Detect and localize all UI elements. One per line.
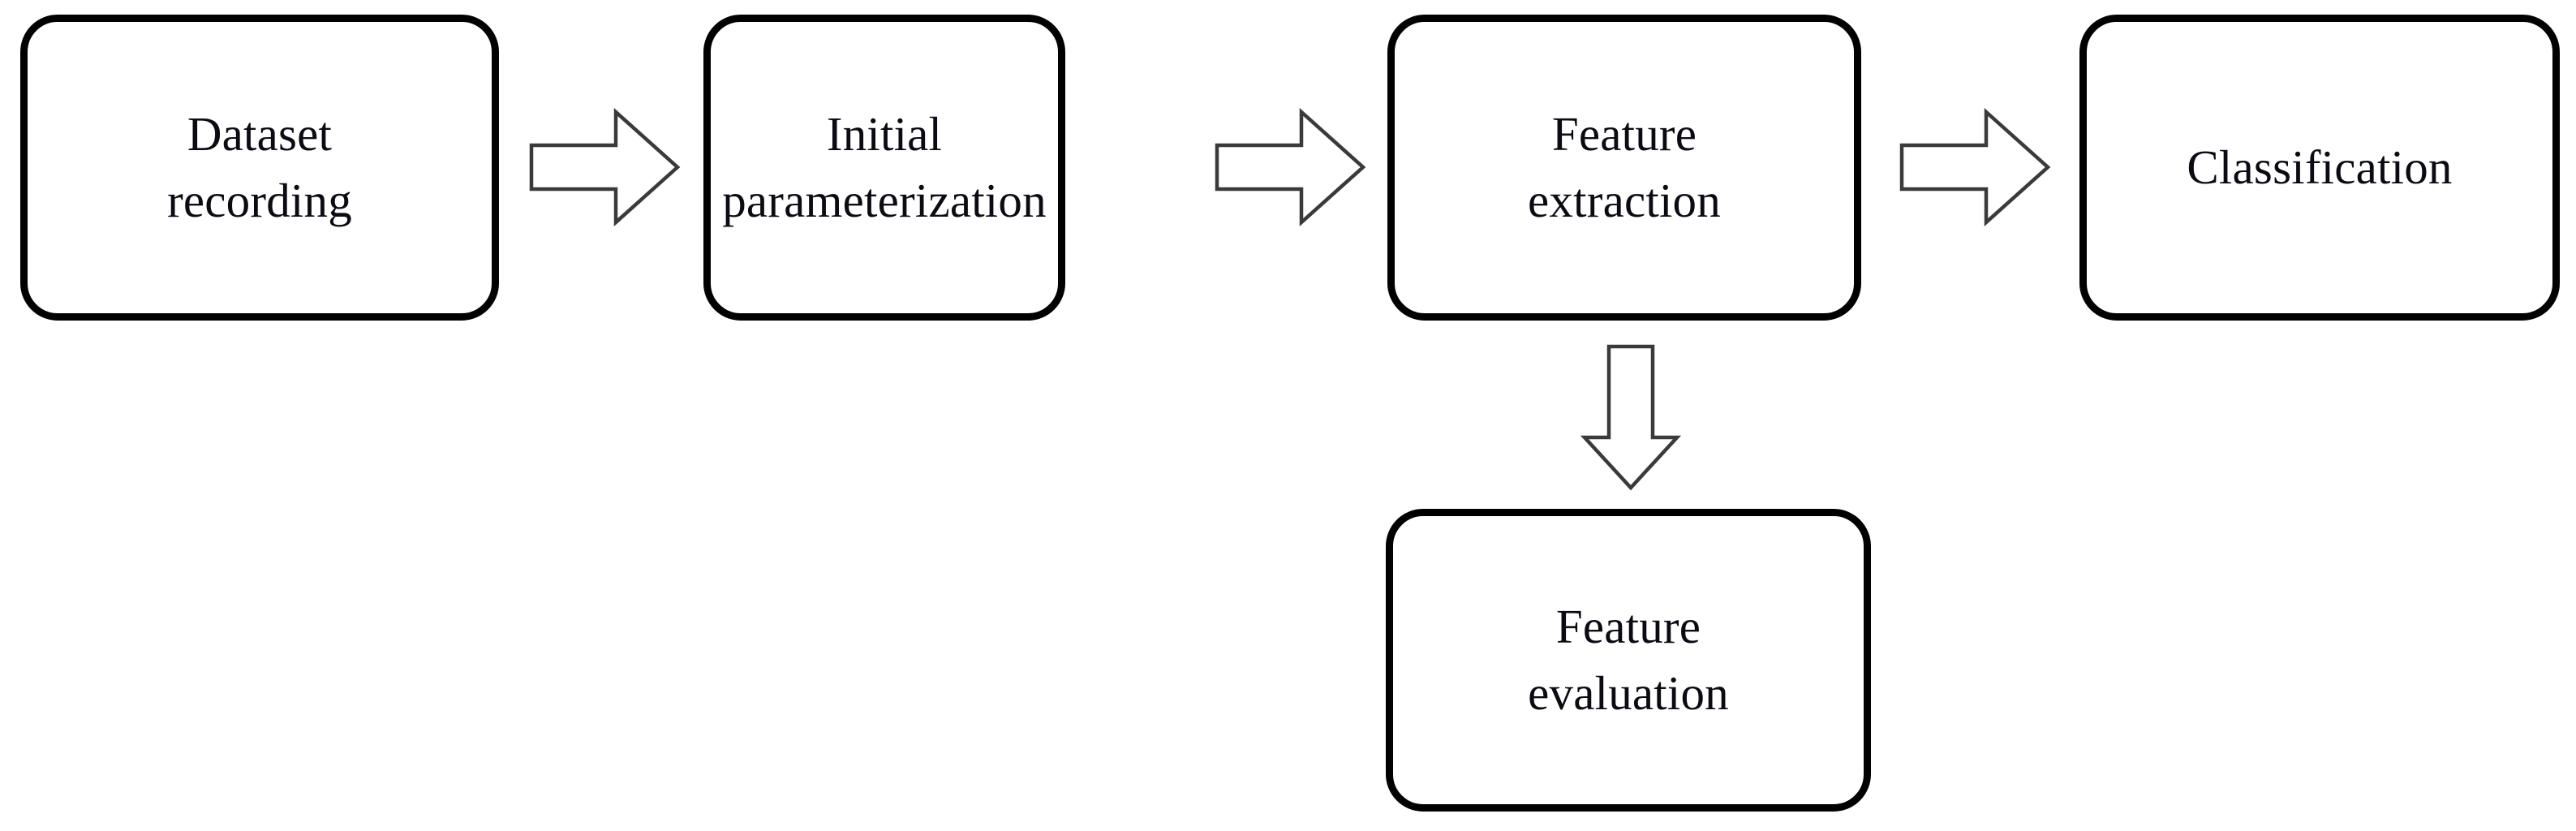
node-label-classification: Classification [2187, 140, 2453, 194]
node-feature-evaluation[interactable]: Feature evaluation [1386, 509, 1871, 812]
node-dataset-recording[interactable]: Dataset recording [20, 15, 499, 321]
node-initial-parameterization[interactable]: Initial parameterization [703, 15, 1065, 321]
arrow-right-dataset-to-parameterization [529, 107, 681, 227]
node-label-initial-parameterization: Initial parameterization [722, 107, 1047, 227]
node-feature-extraction[interactable]: Feature extraction [1387, 15, 1861, 321]
node-label-feature-extraction: Feature extraction [1528, 107, 1721, 227]
node-label-dataset-recording: Dataset recording [167, 107, 352, 227]
arrow-right-extraction-to-classification [1899, 107, 2051, 227]
node-label-feature-evaluation: Feature evaluation [1528, 600, 1729, 720]
arrow-right-parameterization-to-extraction [1215, 107, 1366, 227]
arrow-down-extraction-to-evaluation [1580, 344, 1682, 491]
node-classification[interactable]: Classification [2079, 15, 2560, 321]
